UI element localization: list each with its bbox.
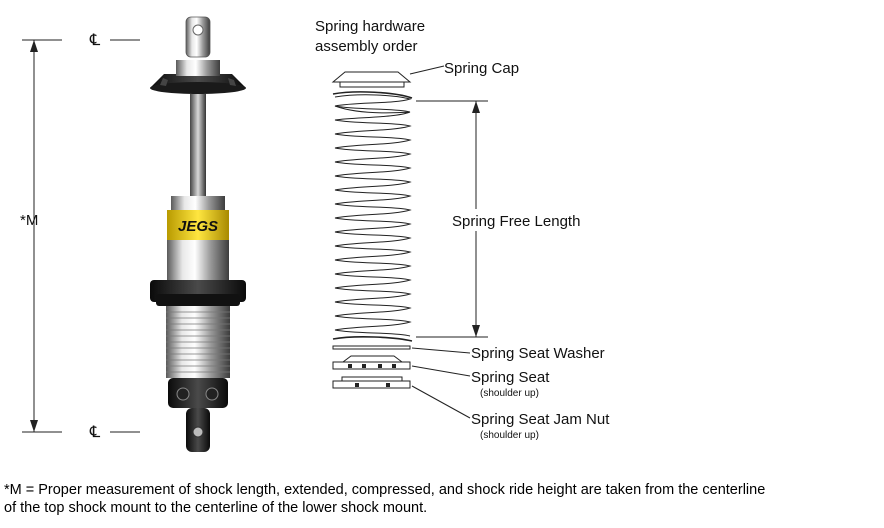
assembly-title-line1: Spring hardware bbox=[315, 18, 425, 35]
coil-spring-icon bbox=[332, 91, 413, 342]
coilover-shock-image: JEGS bbox=[150, 16, 246, 452]
jegs-logo: JEGS bbox=[178, 218, 218, 235]
spring-cap-icon bbox=[331, 71, 412, 88]
arrow-down-icon bbox=[30, 420, 38, 432]
arrow-up-icon bbox=[472, 101, 480, 113]
spring-seat-washer-icon bbox=[332, 345, 411, 350]
arrow-up-icon bbox=[30, 40, 38, 52]
free-length-label-bg bbox=[448, 209, 588, 231]
spring-cap-leader bbox=[409, 65, 445, 75]
assembly-title-line2: assembly order bbox=[315, 38, 418, 55]
spring-seat-note: (shoulder up) bbox=[480, 388, 539, 399]
spring-seat-jam-nut-icon bbox=[332, 376, 411, 389]
bottom-centerline-mark: ℄ bbox=[89, 424, 101, 441]
jam-nut-leader bbox=[411, 385, 471, 419]
spring-free-length-label: Spring Free Length bbox=[452, 213, 580, 230]
jam-nut-note: (shoulder up) bbox=[480, 430, 539, 441]
footnote: *M = Proper measurement of shock length,… bbox=[4, 481, 880, 517]
arrow-down-icon bbox=[472, 325, 480, 337]
spring-seat-washer-label: Spring Seat Washer bbox=[471, 345, 605, 362]
shock-diagram: ℄ ℄ *M JEGS bbox=[20, 16, 610, 452]
top-centerline-mark: ℄ bbox=[89, 32, 101, 49]
spring-seat-label: Spring Seat bbox=[471, 369, 550, 386]
spring-seat-icon bbox=[332, 355, 411, 370]
spring-seat-jam-nut-label: Spring Seat Jam Nut bbox=[471, 411, 610, 428]
washer-leader bbox=[411, 347, 471, 354]
length-label: *M bbox=[20, 212, 38, 229]
footnote-line1: *M = Proper measurement of shock length,… bbox=[4, 482, 766, 498]
footnote-line2: of the top shock mount to the centerline… bbox=[4, 500, 428, 516]
spring-seat-leader bbox=[411, 365, 471, 377]
spring-cap-label: Spring Cap bbox=[444, 60, 519, 77]
measurement-line bbox=[22, 39, 140, 433]
